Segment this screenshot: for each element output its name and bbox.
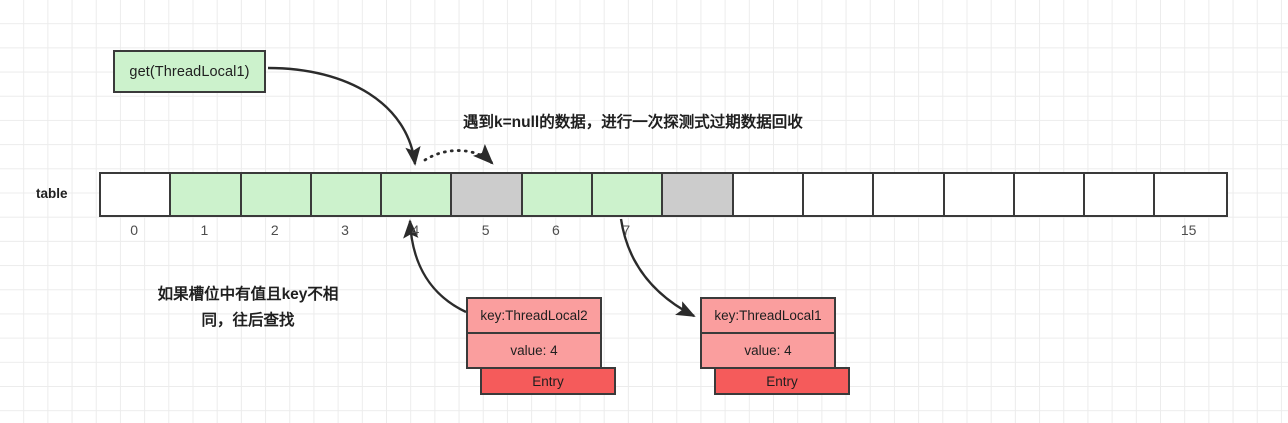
table-slot-5[interactable] <box>452 174 523 215</box>
table-slot-9[interactable] <box>733 174 804 215</box>
entry-type-label: Entry <box>714 367 850 395</box>
table-slot-2[interactable] <box>241 174 312 215</box>
entry-card-threadlocal2: key:ThreadLocal2 value: 4 Entry <box>466 297 616 395</box>
table-slots <box>99 172 1228 217</box>
table-slot-13[interactable] <box>1014 174 1086 215</box>
slot-index-label-0: 0 <box>130 222 139 238</box>
table-slot-0[interactable] <box>101 174 172 215</box>
entry-value: value: 4 <box>510 343 558 358</box>
get-threadlocal1-box[interactable]: get(ThreadLocal1) <box>113 50 266 93</box>
entry-card-threadlocal1: key:ThreadLocal1 value: 4 Entry <box>700 297 850 395</box>
note-linear-probe-line2: 同，往后查找 <box>201 312 295 329</box>
table-slot-12[interactable] <box>944 174 1015 215</box>
table-slot-11[interactable] <box>874 174 945 215</box>
arrow-probe-slot4-to-slot5 <box>423 143 494 165</box>
note-linear-probe-line1: 如果槽位中有值且key不相 <box>157 286 339 303</box>
table-slot-4[interactable] <box>382 174 453 215</box>
arrow-get-to-slot4 <box>267 66 421 166</box>
table-slot-6[interactable] <box>522 174 594 215</box>
entry-value: value: 4 <box>744 343 792 358</box>
table-slot-3[interactable] <box>311 174 383 215</box>
note-linear-probe: 如果槽位中有值且key不相 同，往后查找 <box>108 282 388 334</box>
table-slot-7[interactable] <box>593 174 664 215</box>
entry-kv-block: key:ThreadLocal1 value: 4 <box>700 297 836 369</box>
table-slot-8[interactable] <box>663 174 734 215</box>
table-label: table <box>36 186 68 201</box>
table-slot-14[interactable] <box>1085 174 1156 215</box>
table-slot-10[interactable] <box>803 174 875 215</box>
slot-index-label-5: 5 <box>481 222 490 238</box>
slot-index-label-1: 1 <box>200 222 209 238</box>
slot-index-label-4: 4 <box>411 222 420 238</box>
entry-type-label: Entry <box>480 367 616 395</box>
entry-kv-block: key:ThreadLocal2 value: 4 <box>466 297 602 369</box>
table-slot-15[interactable] <box>1155 174 1226 215</box>
slot-index-label-7: 7 <box>622 222 631 238</box>
slot-index-label-3: 3 <box>341 222 349 238</box>
note-expired-entry-cleanup: 遇到k=null的数据，进行一次探测式过期数据回收 <box>463 114 803 131</box>
slot-index-label-6: 6 <box>552 222 560 238</box>
entry-key: key:ThreadLocal1 <box>702 299 834 334</box>
slot-index-label-2: 2 <box>270 222 279 238</box>
entry-key: key:ThreadLocal2 <box>468 299 600 334</box>
slot-index-label-15: 15 <box>1180 222 1197 238</box>
table-slot-1[interactable] <box>171 174 242 215</box>
